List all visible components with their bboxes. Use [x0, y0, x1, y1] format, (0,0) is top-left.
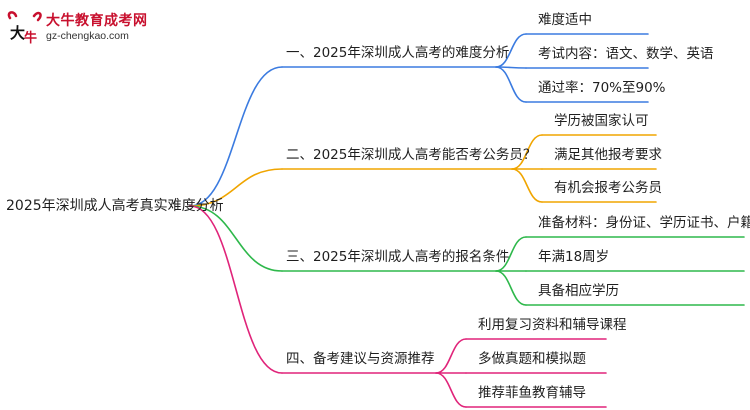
branch-2-child-1: 学历被国家认可: [554, 113, 649, 129]
branch-2-child-1-connector: [511, 134, 543, 170]
svg-text:大: 大: [10, 24, 25, 42]
site-logo[interactable]: 大 牛 大牛教育成考网 gz-chengkao.com: [4, 8, 164, 50]
branch-2-connector: [189, 168, 283, 207]
branch-4-child-3-connector: [435, 372, 467, 408]
branch-3-child-1: 准备材料：身份证、学历证书、户籍证明: [538, 215, 750, 231]
branch-2-child-3: 有机会报考公务员: [554, 180, 662, 196]
logo-title: 大牛教育成考网: [46, 13, 148, 29]
bull-logo-icon: 大 牛: [7, 11, 42, 46]
branch-1-child-2: 考试内容：语文、数学、英语: [538, 46, 714, 62]
branch-3-connector: [189, 205, 283, 272]
branch-1-label: 一、2025年深圳成人高考的难度分析: [286, 45, 510, 61]
branch-1-child-1: 难度适中: [538, 12, 592, 28]
branch-3-child-3-connector: [495, 270, 527, 306]
branch-3-child-1-connector: [495, 236, 527, 272]
branch-4-child-2: 多做真题和模拟题: [478, 351, 586, 367]
branch-1-child-1-connector: [495, 33, 527, 68]
branch-2-label: 二、2025年深圳成人高考能否考公务员？: [286, 147, 537, 163]
branch-3-label: 三、2025年深圳成人高考的报名条件: [286, 249, 510, 265]
branch-3-child-2: 年满18周岁: [538, 249, 610, 265]
branch-4-label: 四、备考建议与资源推荐: [286, 351, 435, 367]
svg-text:牛: 牛: [24, 30, 37, 46]
branch-3-child-3: 具备相应学历: [538, 283, 619, 299]
branch-1-connector: [189, 66, 283, 207]
branch-1-child-3-connector: [495, 66, 527, 103]
branch-2-child-3-connector: [511, 168, 543, 203]
logo-url: gz-chengkao.com: [46, 30, 129, 42]
branch-4-connector: [189, 205, 283, 374]
branch-2-child-2: 满足其他报考要求: [554, 147, 662, 163]
branch-4-child-3: 推荐菲鱼教育辅导: [478, 385, 586, 401]
mindmap-root: 2025年深圳成人高考真实难度分析: [6, 198, 224, 214]
branch-1-child-3: 通过率：70%至90%: [538, 80, 666, 96]
branch-4-child-1: 利用复习资料和辅导课程: [478, 317, 627, 333]
branch-4-child-1-connector: [435, 338, 467, 374]
